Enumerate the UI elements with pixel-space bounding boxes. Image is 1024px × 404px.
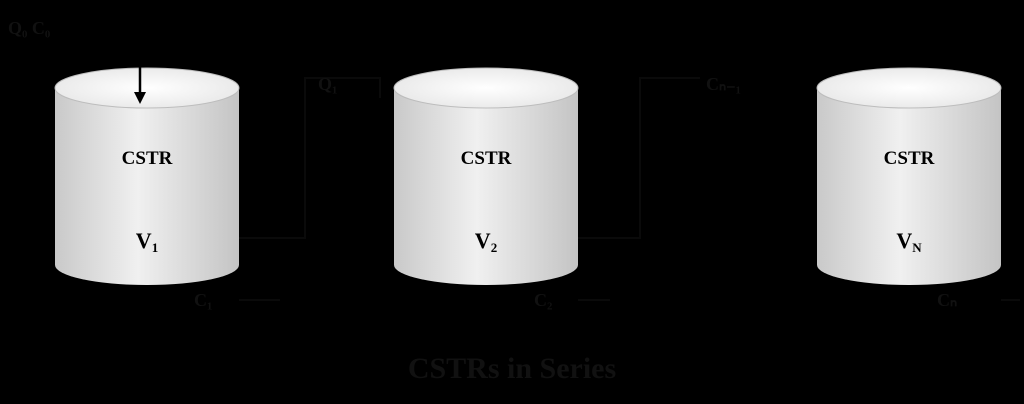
inlet-arrow	[134, 64, 146, 104]
flow-lines	[239, 77, 1020, 301]
mid-label: Cₙ₋₁	[706, 74, 742, 94]
reactor-n-name: CSTR	[883, 148, 935, 169]
diagram-caption: CSTRs in Series	[407, 352, 617, 385]
exit-label-2: C₂	[534, 290, 553, 310]
reactor-tank-2	[393, 67, 579, 285]
reactor-tank-n	[816, 67, 1002, 285]
reactor-1-name: CSTR	[121, 148, 173, 169]
reactor-2-volume: V2	[474, 228, 498, 255]
reactor-2-name: CSTR	[460, 148, 512, 169]
reactor-tank-1	[54, 67, 240, 285]
reactor-n-volume: VN	[896, 228, 922, 255]
flow-label-q1: Q₁	[318, 74, 338, 94]
inlet-label: Q₀ C₀	[8, 18, 51, 38]
exit-label-n: Cₙ	[937, 290, 958, 310]
exit-label-1: C₁	[194, 290, 213, 310]
reactor-1-volume: V1	[135, 228, 159, 255]
